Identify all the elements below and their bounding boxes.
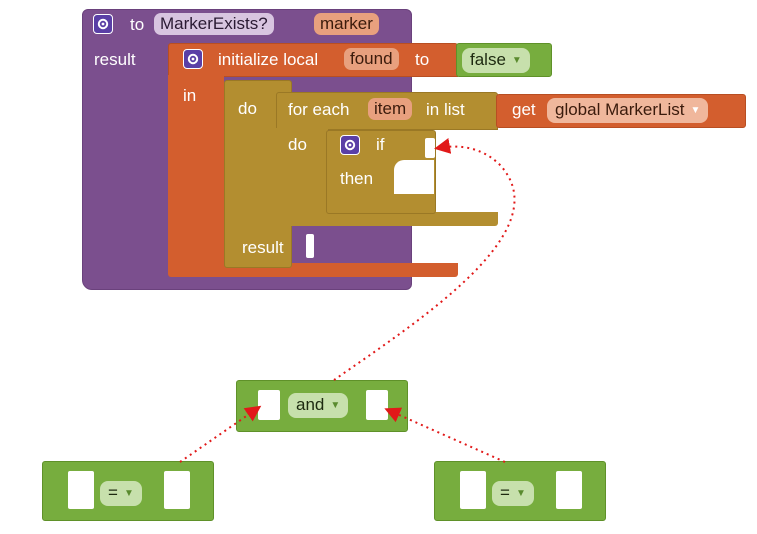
dropdown-arrow-icon: ▼ <box>123 488 134 499</box>
and-right-socket[interactable] <box>366 390 388 420</box>
and-left-socket[interactable] <box>258 390 280 420</box>
dropdown-arrow-icon: ▼ <box>690 105 701 116</box>
local-variable-name-field[interactable]: found <box>344 48 399 70</box>
do-result-label: result <box>242 238 284 257</box>
compare-left-op: = <box>108 483 118 502</box>
false-dropdown[interactable]: false ▼ <box>462 48 530 73</box>
for-each-bottom <box>276 212 498 226</box>
for-each-label: for each <box>288 100 350 119</box>
initialize-local-body <box>168 75 224 263</box>
procedure-to-label: to <box>130 15 145 34</box>
initialize-local-to-label: to <box>415 50 430 69</box>
gear-icon[interactable] <box>93 14 113 34</box>
then-statement-socket[interactable] <box>394 160 434 194</box>
if-label: if <box>376 135 385 154</box>
for-each-body <box>276 128 328 212</box>
compare-right-dropdown[interactable]: =▼ <box>492 481 534 506</box>
then-label: then <box>340 169 374 188</box>
false-dropdown-label: false <box>470 50 506 69</box>
initialize-local-block[interactable] <box>168 43 458 77</box>
compare-left-b-socket[interactable] <box>164 471 190 509</box>
initialize-local-in-label: in <box>183 86 197 105</box>
compare-left-dropdown[interactable]: =▼ <box>100 481 142 506</box>
gear-icon[interactable] <box>340 135 360 155</box>
procedure-param-field[interactable]: marker <box>314 13 379 35</box>
in-list-label: in list <box>426 100 465 119</box>
global-variable-dropdown[interactable]: global MarkerList ▼ <box>547 98 709 123</box>
procedure-result-label: result <box>94 50 136 69</box>
result-socket[interactable] <box>306 234 314 258</box>
gear-icon[interactable] <box>183 49 203 69</box>
dropdown-arrow-icon: ▼ <box>515 488 526 499</box>
compare-right-b-socket[interactable] <box>556 471 582 509</box>
get-label: get <box>512 100 536 119</box>
item-variable-field[interactable]: item <box>368 98 413 120</box>
initialize-local-label: initialize local <box>218 50 319 69</box>
dropdown-arrow-icon: ▼ <box>330 400 341 411</box>
initialize-local-bottom <box>168 263 458 277</box>
and-dropdown[interactable]: and ▼ <box>288 393 349 418</box>
dropdown-arrow-icon: ▼ <box>511 55 522 66</box>
and-label: and <box>296 395 325 414</box>
if-condition-socket[interactable] <box>425 138 435 158</box>
do-label: do <box>238 99 257 118</box>
compare-right-op: = <box>500 483 510 502</box>
compare-left-a-socket[interactable] <box>68 471 94 509</box>
procedure-name-field[interactable]: MarkerExists? <box>154 13 274 35</box>
compare-right-a-socket[interactable] <box>460 471 486 509</box>
for-each-do-label: do <box>288 135 307 154</box>
global-variable-label: global MarkerList <box>555 100 685 119</box>
